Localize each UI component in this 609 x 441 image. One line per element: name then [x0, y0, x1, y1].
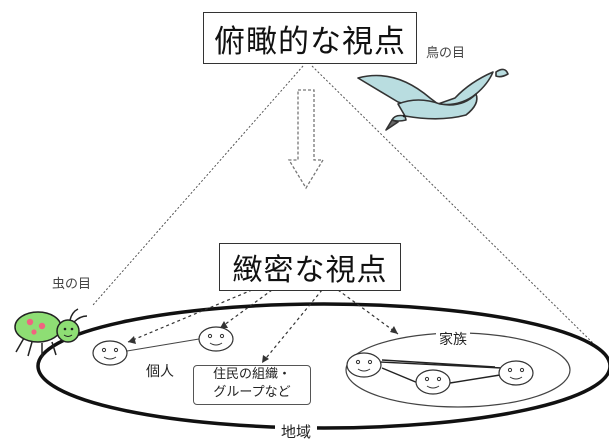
organization-box: 住民の組織・ グループなど [193, 365, 311, 405]
birds-eye-label: 鳥の目 [426, 46, 466, 61]
individual-link [126, 338, 200, 352]
family-links [379, 359, 503, 384]
organization-label-line1: 住民の組織・ [212, 367, 291, 382]
focus-arrows [127, 289, 399, 364]
face-icon [92, 340, 128, 366]
individual-label: 個人 [146, 364, 174, 380]
region-label: 地域 [275, 424, 318, 440]
organization-label-line2: グループなど [213, 385, 291, 400]
face-icon [415, 369, 451, 395]
face-icon [198, 326, 234, 352]
region-ellipse [36, 302, 609, 430]
view-cone-right [311, 65, 601, 351]
view-cone-left [92, 65, 304, 306]
face-icon [346, 352, 382, 378]
family-label: 家族 [436, 329, 470, 349]
down-arrow-icon [287, 89, 325, 190]
bug-icon [14, 308, 88, 357]
face-icon [498, 360, 534, 386]
bugs-eye-view-title: 緻密な視点 [219, 243, 401, 291]
arrowheads [128, 321, 398, 363]
bugs-eye-label: 虫の目 [52, 277, 92, 292]
birds-eye-view-title: 俯瞰的な視点 [203, 12, 417, 64]
bird-icon [357, 68, 509, 131]
